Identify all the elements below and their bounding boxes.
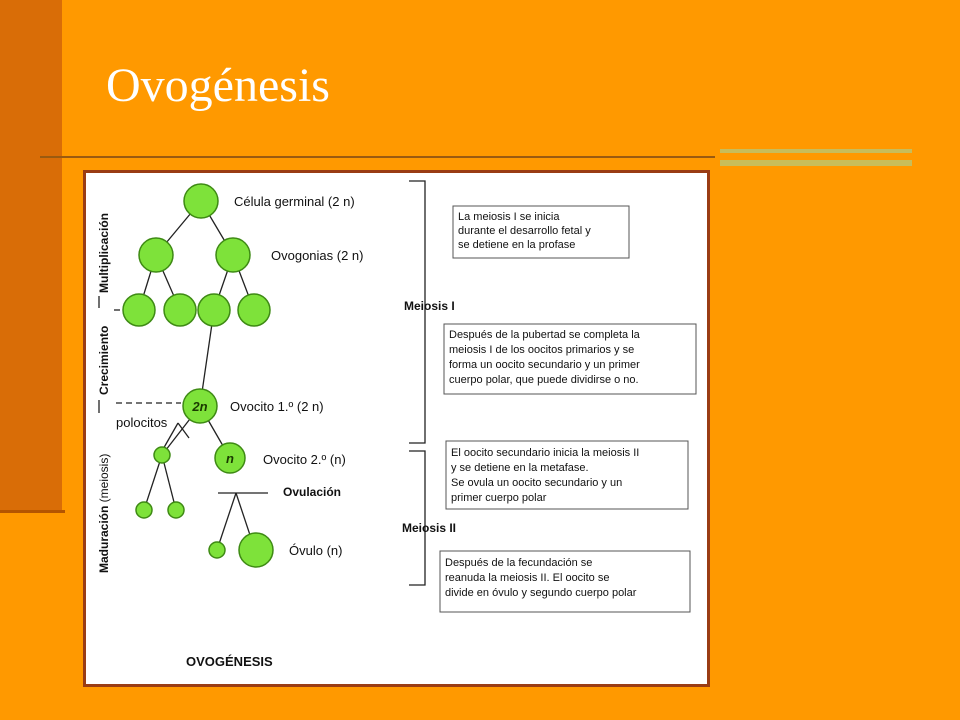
phase-multiplication: Multiplicación [97,213,111,293]
note-4-line: Después de la fecundación se [445,557,592,569]
decor-bar-bottom [720,160,912,166]
note-3: El oocito secundario inicia la meiosis I… [445,440,689,510]
phase-growth: Crecimiento [97,326,111,395]
slide-title: Ovogénesis [106,59,330,112]
phase-growth-label: Crecimiento [97,326,111,395]
note-2-line: forma un oocito secundario y un primer [449,359,640,371]
ovum-cell [238,532,274,568]
meiosis-ii-bracket [409,450,426,586]
note-1: La meiosis I se inicia durante el desarr… [452,205,630,259]
polar-body-cell [167,501,185,519]
note-4-line: divide en óvulo y segundo cuerpo polar [445,587,637,599]
phase-maturation-rest: (meiosis) [97,454,111,506]
meiosis-i-bracket [409,180,426,444]
decor-bar-top [720,149,912,153]
primary-oocyte-cell [182,388,218,424]
note-3-line: El oocito secundario inicia la meiosis I… [451,447,639,459]
oogonium-cell [122,293,156,327]
oogonium-cell [163,293,197,327]
note-2-line: cuerpo polar, que puede dividirse o no. [449,374,639,386]
polocitos-pointer-1 [161,422,179,452]
phase-maturation-label: Maduración (meiosis) [97,454,111,573]
note-1-line: La meiosis I se inicia [458,211,560,223]
polar-bodies-label: polocitos [116,415,168,430]
primary-oocyte-label: Ovocito 1.º (2 n) [230,399,324,414]
note-2-line: Después de la pubertad se completa la [449,329,641,341]
phase-maturation-bold: Maduración [97,506,111,573]
note-2-line: meiosis I de los oocitos primarios y se [449,344,634,356]
edge-secondary-polar2 [216,492,237,551]
edge-polar-b [161,454,177,511]
polar-body-cell [153,446,171,464]
note-1-line: se detiene en la profase [458,239,575,251]
haploid-node-label: n [226,451,234,466]
left-accent-line [0,510,65,513]
note-1-box [452,205,630,259]
note-2-box [443,323,697,395]
note-4: Después de la fecundación se reanuda la … [439,550,691,613]
polar-body-cell [208,541,226,559]
note-3-box [445,440,689,510]
oogenesis-figure: 2n n Célula germinal (2 n) Ovogonias (2 … [83,170,710,687]
polocitos-pointer-2 [177,422,190,439]
phase-multiplication-label: Multiplicación [97,213,111,293]
phase-maturation: Maduración (meiosis) [97,454,111,573]
polar-body-cell [135,501,153,519]
figure-caption: OVOGÉNESIS [186,654,273,669]
left-accent-band [0,0,62,512]
note-3-line: primer cuerpo polar [451,492,547,504]
oogonium-cell [215,237,251,273]
cell-nodes [122,183,274,568]
note-4-line: reanuda la meiosis II. El oocito se [445,572,609,584]
oogonia-label: Ovogonias (2 n) [271,248,364,263]
title-divider [40,156,715,158]
germinal-cell [183,183,219,219]
oogonium-cell [138,237,174,273]
meiosis-ii-label: Meiosis II [402,521,456,535]
ovulation-label: Ovulación [283,485,341,499]
note-2: Después de la pubertad se completa la me… [443,323,697,395]
germinal-label: Célula germinal (2 n) [234,194,355,209]
oogenesis-diagram: 2n n Célula germinal (2 n) Ovogonias (2 … [97,180,697,669]
note-1-line: durante el desarrollo fetal y [458,225,591,237]
meiosis-i-label: Meiosis I [404,299,455,313]
note-3-line: Se ovula un oocito secundario y un [451,477,622,489]
ovum-label: Óvulo (n) [289,543,342,558]
oogonium-cell [197,293,231,327]
secondary-oocyte-cell [214,442,246,474]
oogonium-cell [237,293,271,327]
note-4-box [439,550,691,613]
edge-polar-a [143,454,163,511]
secondary-oocyte-label: Ovocito 2.º (n) [263,452,346,467]
diploid-node-label: 2n [191,399,207,414]
note-3-line: y se detiene en la metafase. [451,462,589,474]
